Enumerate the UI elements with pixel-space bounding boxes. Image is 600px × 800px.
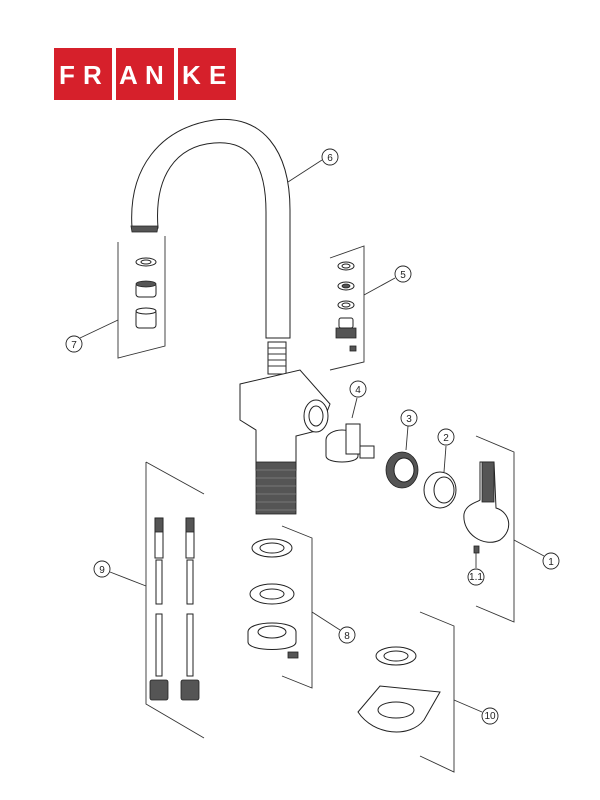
cover-ring-part-2 xyxy=(423,471,457,509)
leader-6 xyxy=(287,159,323,183)
svg-text:10: 10 xyxy=(484,711,496,722)
leader-1 xyxy=(513,539,545,557)
callout-8: 8 xyxy=(338,626,356,644)
logo-letter-k: K xyxy=(182,60,201,90)
svg-text:8: 8 xyxy=(344,631,350,642)
svg-text:1.1: 1.1 xyxy=(469,572,483,583)
callout-6: 6 xyxy=(321,148,339,166)
svg-text:7: 7 xyxy=(71,340,77,351)
leader-8 xyxy=(311,611,341,631)
logo-letter-e: E xyxy=(209,60,226,90)
leader-5 xyxy=(363,277,396,296)
svg-text:5: 5 xyxy=(400,270,406,281)
logo-block-2 xyxy=(116,48,174,100)
base-plate-part-10 xyxy=(357,611,455,773)
logo-letter-f: F xyxy=(59,60,75,90)
callout-7: 7 xyxy=(65,335,83,353)
callout-1-1: 1.1 xyxy=(467,568,485,586)
svg-text:9: 9 xyxy=(99,565,105,576)
svg-text:4: 4 xyxy=(355,385,361,396)
callout-3: 3 xyxy=(400,409,418,427)
spout-part-6 xyxy=(130,118,291,339)
logo-block-1 xyxy=(54,48,112,100)
cartridge-part-4 xyxy=(325,423,375,463)
callout-4: 4 xyxy=(349,380,367,398)
svg-text:6: 6 xyxy=(327,153,333,164)
callout-2: 2 xyxy=(437,428,455,446)
leader-9 xyxy=(109,571,147,587)
mounting-set-part-8 xyxy=(247,525,313,689)
leader-2 xyxy=(443,445,447,473)
retaining-nut-part-3 xyxy=(385,451,419,489)
seal-set-part-5 xyxy=(329,245,365,371)
callout-1: 1 xyxy=(542,552,560,570)
tap-body xyxy=(239,341,331,515)
leader-10 xyxy=(453,699,483,713)
callout-9: 9 xyxy=(93,560,111,578)
flexible-hoses-part-9 xyxy=(145,461,205,739)
logo-letter-n: N xyxy=(145,60,164,90)
svg-text:2: 2 xyxy=(443,433,449,444)
callout-5: 5 xyxy=(394,265,412,283)
leader-7 xyxy=(79,319,119,339)
franke-logo: F R A N K E xyxy=(54,48,236,100)
svg-text:3: 3 xyxy=(406,414,412,425)
callout-10: 10 xyxy=(481,707,499,725)
logo-letter-r: R xyxy=(83,60,102,90)
svg-text:1: 1 xyxy=(548,557,554,568)
logo-letter-a: A xyxy=(119,60,138,90)
logo-block-3 xyxy=(178,48,236,100)
lever-handle-part-1 xyxy=(463,435,515,623)
aerator-set-part-7 xyxy=(117,236,166,359)
leader-4 xyxy=(351,397,358,419)
leader-3 xyxy=(405,425,409,451)
